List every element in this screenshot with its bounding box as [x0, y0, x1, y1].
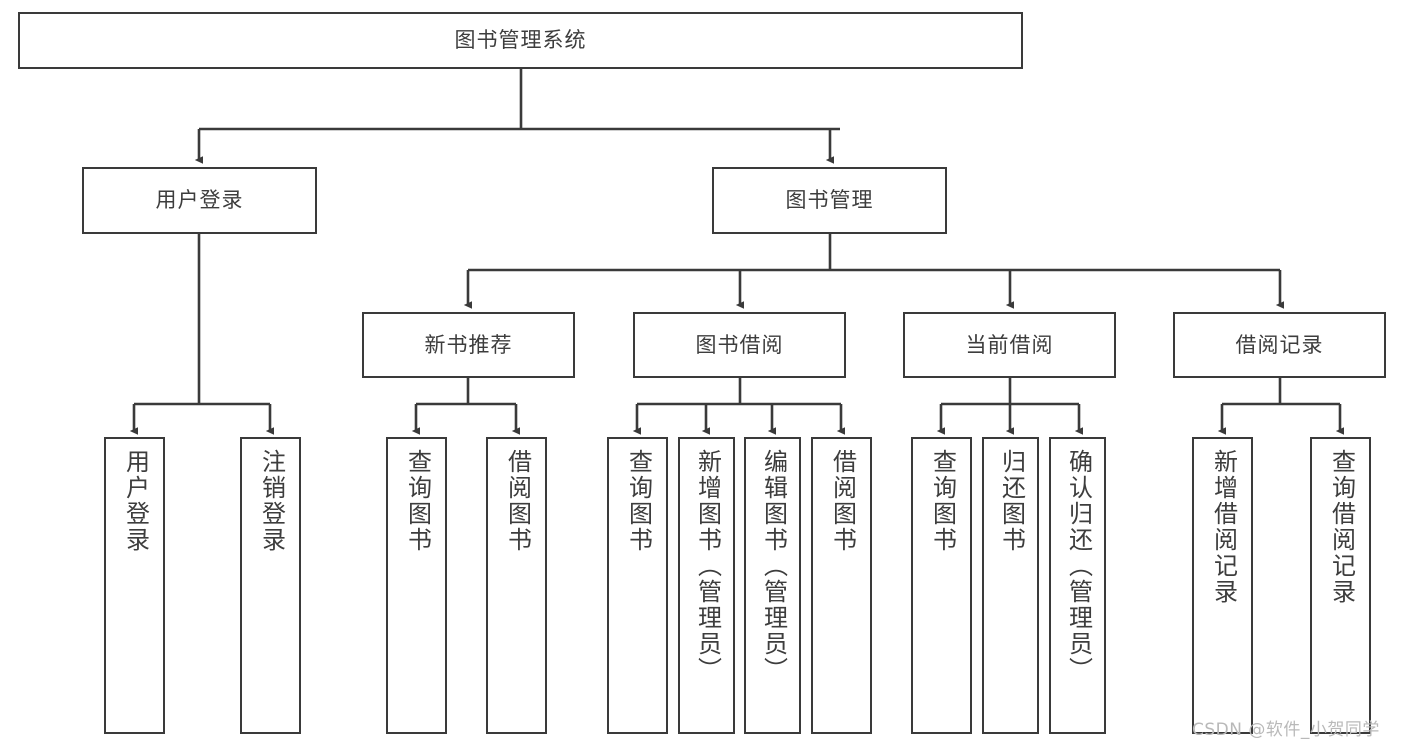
- node-leaf-query-book-2-label: 查询图书: [624, 449, 653, 553]
- node-leaf-return-book-label: 归还图书: [997, 449, 1026, 553]
- node-leaf-user-login-label: 用户登录: [121, 449, 150, 553]
- node-leaf-borrow-book-2[interactable]: 借阅图书: [811, 437, 872, 734]
- node-leaf-add-record-label: 新增借阅记录: [1209, 449, 1238, 605]
- node-leaf-user-logout-label: 注销登录: [257, 449, 286, 553]
- node-leaf-borrow-book-1-label: 借阅图书: [503, 449, 532, 553]
- node-leaf-query-book-3[interactable]: 查询图书: [911, 437, 972, 734]
- node-leaf-user-login[interactable]: 用户登录: [104, 437, 165, 734]
- node-leaf-query-book-1-label: 查询图书: [403, 449, 432, 553]
- node-new-book-rec-label: 新书推荐: [424, 332, 513, 357]
- node-current-borrow[interactable]: 当前借阅: [903, 312, 1116, 378]
- node-leaf-query-book-2[interactable]: 查询图书: [607, 437, 668, 734]
- node-leaf-add-record[interactable]: 新增借阅记录: [1192, 437, 1253, 734]
- node-current-borrow-label: 当前借阅: [965, 332, 1054, 357]
- node-book-borrow-label: 图书借阅: [695, 332, 784, 357]
- watermark-text: CSDN @软件_小贺同学: [1192, 720, 1380, 740]
- node-leaf-query-book-1[interactable]: 查询图书: [386, 437, 447, 734]
- node-leaf-query-record-label: 查询借阅记录: [1327, 449, 1356, 605]
- node-book-manage[interactable]: 图书管理: [712, 167, 947, 234]
- node-leaf-edit-book-label: 编辑图书（管理员）: [759, 449, 788, 683]
- node-leaf-add-book-label: 新增图书（管理员）: [693, 449, 722, 683]
- node-borrow-record[interactable]: 借阅记录: [1173, 312, 1386, 378]
- node-book-borrow[interactable]: 图书借阅: [633, 312, 846, 378]
- node-user-login[interactable]: 用户登录: [82, 167, 317, 234]
- node-user-login-label: 用户登录: [155, 188, 244, 212]
- node-leaf-borrow-book-2-label: 借阅图书: [828, 449, 857, 553]
- node-leaf-user-logout[interactable]: 注销登录: [240, 437, 301, 734]
- node-leaf-query-book-3-label: 查询图书: [928, 449, 957, 553]
- node-leaf-confirm-return-label: 确认归还（管理员）: [1064, 449, 1093, 683]
- node-leaf-return-book[interactable]: 归还图书: [982, 437, 1039, 734]
- node-root-label: 图书管理系统: [454, 28, 587, 52]
- node-leaf-query-record[interactable]: 查询借阅记录: [1310, 437, 1371, 734]
- node-root[interactable]: 图书管理系统: [18, 12, 1023, 69]
- node-leaf-borrow-book-1[interactable]: 借阅图书: [486, 437, 547, 734]
- node-book-manage-label: 图书管理: [785, 188, 874, 212]
- node-leaf-edit-book[interactable]: 编辑图书（管理员）: [744, 437, 801, 734]
- node-leaf-add-book[interactable]: 新增图书（管理员）: [678, 437, 735, 734]
- node-borrow-record-label: 借阅记录: [1235, 332, 1324, 357]
- node-new-book-rec[interactable]: 新书推荐: [362, 312, 575, 378]
- node-leaf-confirm-return[interactable]: 确认归还（管理员）: [1049, 437, 1106, 734]
